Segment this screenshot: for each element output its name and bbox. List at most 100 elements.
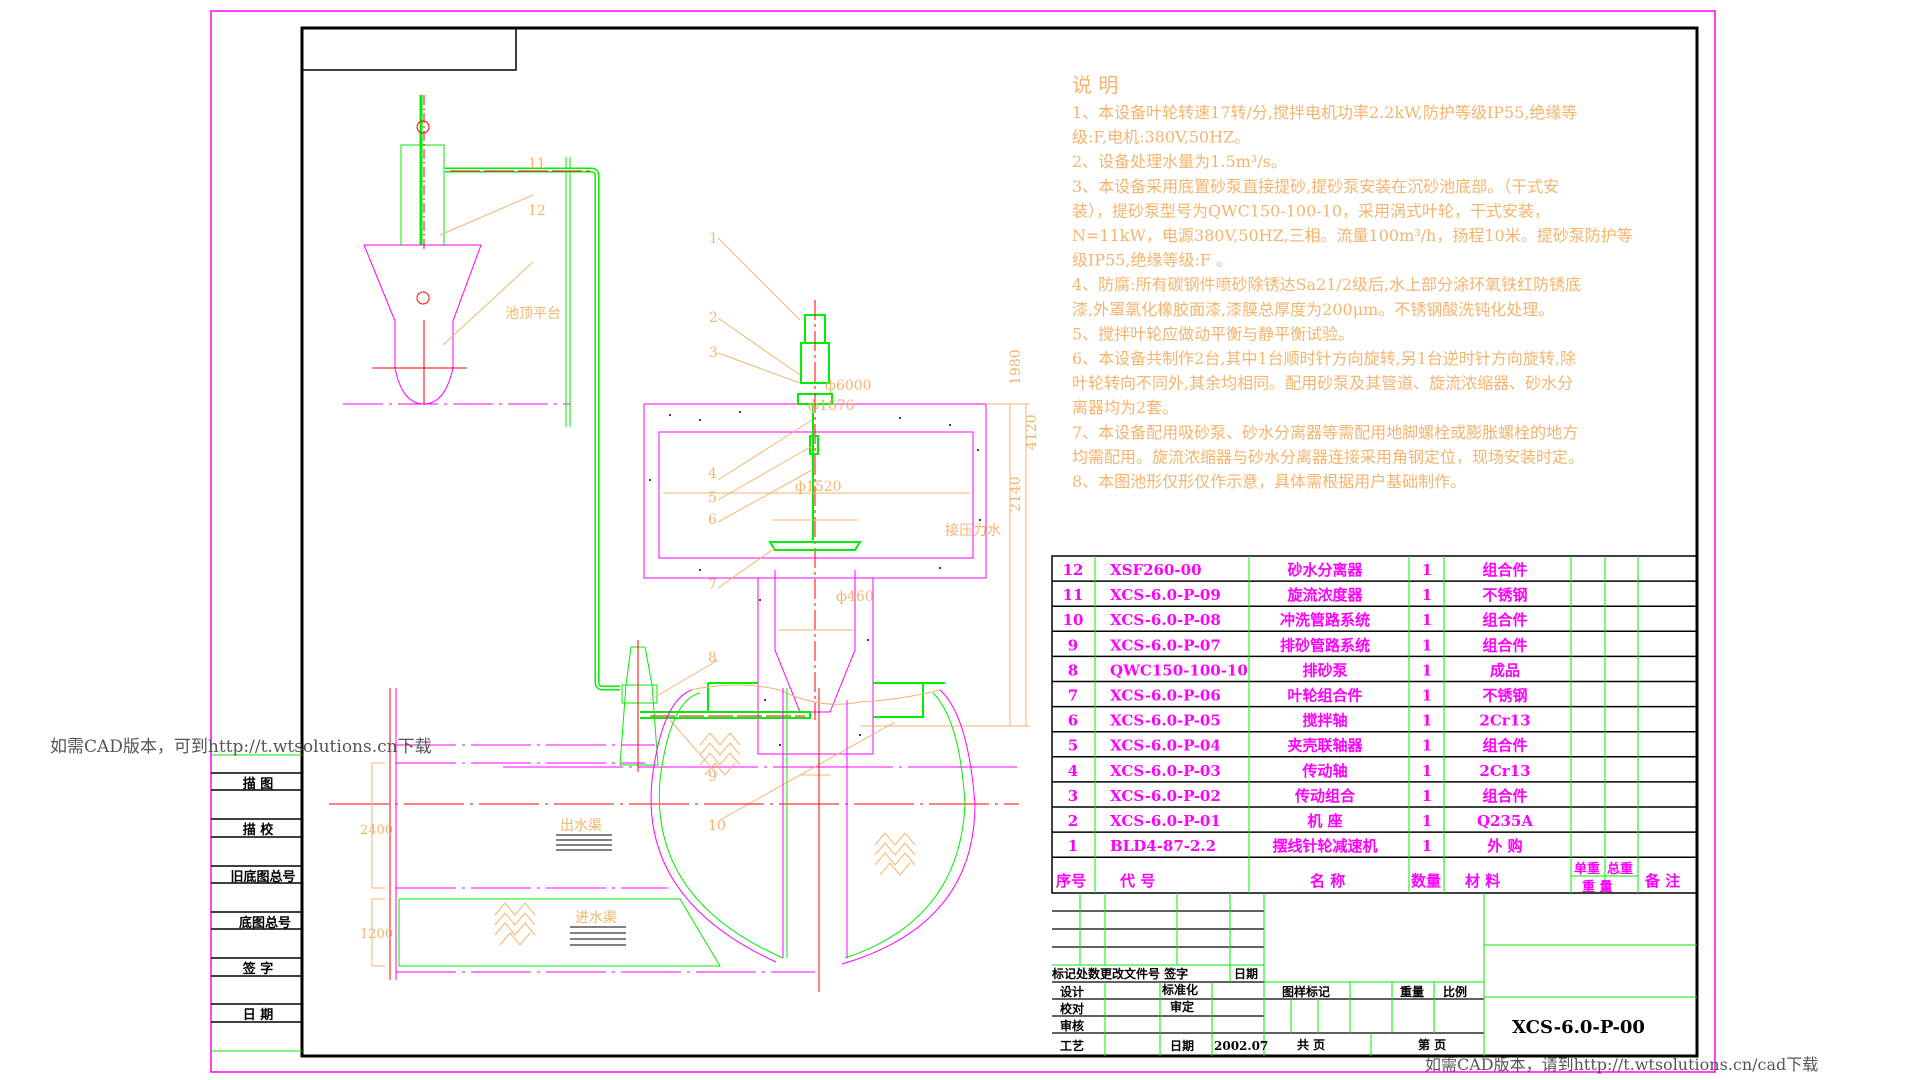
row-material: 组合件 xyxy=(1482,737,1527,755)
note-line: N=11kW，电源380V,50HZ,三相。流量100m³/h，扬程10米。提砂… xyxy=(1072,226,1633,245)
callout-7: 7 xyxy=(708,577,717,593)
header-total-weight: 总重 xyxy=(1607,861,1633,877)
row-code: XCS-6.0-P-04 xyxy=(1110,737,1221,755)
row-qty: 1 xyxy=(1422,787,1432,805)
row-qty: 1 xyxy=(1422,837,1432,855)
sidebar-signature-strip: 描 图 描 校 旧底图总号 底图总号 签 字 日 期 xyxy=(211,754,302,1052)
row-material: 不锈钢 xyxy=(1482,687,1527,705)
dim-h1980: 1980 xyxy=(1008,349,1024,385)
date-value: 2002.07 xyxy=(1214,1039,1268,1053)
row-material: 外 购 xyxy=(1486,837,1522,855)
approve-label: 审定 xyxy=(1170,999,1194,1014)
note-line: 离器均为2套。 xyxy=(1072,398,1178,417)
callout-10: 10 xyxy=(708,818,726,834)
bom-row: 8 QWC150-100-10 排砂泵 1 成品 xyxy=(1068,661,1520,679)
row-no: 3 xyxy=(1068,787,1078,805)
row-code: XCS-6.0-P-01 xyxy=(1110,812,1221,830)
header-remark: 备 注 xyxy=(1644,872,1680,890)
sidebar-label: 旧底图总号 xyxy=(230,869,295,885)
row-material: 2Cr13 xyxy=(1479,762,1530,780)
row-no: 4 xyxy=(1068,762,1078,780)
scale-label: 比例 xyxy=(1443,984,1467,999)
plan-view xyxy=(329,684,1019,992)
header-weight: 重 量 xyxy=(1582,879,1613,895)
row-no: 9 xyxy=(1068,636,1078,654)
note-line: 叶轮转向不同外,其余均相同。配用砂泵及其管道、旋流浓缩器、砂水分 xyxy=(1072,374,1573,393)
row-qty: 1 xyxy=(1422,687,1432,705)
row-qty: 1 xyxy=(1422,762,1432,780)
row-material: 组合件 xyxy=(1482,787,1527,805)
row-code: XCS-6.0-P-05 xyxy=(1110,712,1221,730)
callout-11: 11 xyxy=(528,156,546,172)
standard-label: 标准化 xyxy=(1161,982,1198,997)
row-name: 摆线针轮减速机 xyxy=(1272,837,1377,855)
hatch-pattern xyxy=(494,902,536,946)
row-material: 组合件 xyxy=(1482,611,1527,629)
header-no: 序号 xyxy=(1056,872,1086,890)
row-no: 2 xyxy=(1068,812,1078,830)
drawing-number: XCS-6.0-P-00 xyxy=(1512,1017,1645,1038)
note-line: 级IP55,绝缘等级:F 。 xyxy=(1072,251,1232,270)
row-name: 叶轮组合件 xyxy=(1287,687,1362,705)
callout-4: 4 xyxy=(708,466,717,482)
header-qty: 数量 xyxy=(1411,872,1441,890)
elevation-labels: 1 2 3 4 5 6 7 8 9 10 11 12 池顶平台 接压力水 ф60… xyxy=(505,156,1040,834)
dim-h4120: 4120 xyxy=(1024,414,1040,450)
row-no: 5 xyxy=(1068,737,1078,755)
row-qty: 1 xyxy=(1422,636,1432,654)
date-label: 日期 xyxy=(1170,1038,1194,1053)
hatch-pattern xyxy=(874,832,916,876)
callout-5: 5 xyxy=(708,490,717,506)
weight-label: 重量 xyxy=(1400,984,1424,999)
row-code: QWC150-100-10 xyxy=(1110,661,1248,679)
row-no: 8 xyxy=(1068,661,1078,679)
row-qty: 1 xyxy=(1422,561,1432,579)
row-name: 排砂泵 xyxy=(1302,661,1347,679)
row-no: 10 xyxy=(1063,611,1084,629)
row-material: 组合件 xyxy=(1482,636,1527,654)
note-line: 4、防腐:所有碳钢件喷砂除锈达Sa21/2级后,水上部分涂环氧铁红防锈底 xyxy=(1072,275,1581,294)
impeller xyxy=(768,541,862,551)
header-code: 代 号 xyxy=(1119,872,1155,890)
note-line: 8、本图池形仅形仅作示意，具体需根据用户基础制作。 xyxy=(1072,472,1466,491)
row-material: Q235A xyxy=(1477,812,1533,830)
callout-1: 1 xyxy=(709,231,718,247)
row-no: 6 xyxy=(1068,712,1078,730)
row-code: XCS-6.0-P-08 xyxy=(1110,611,1221,629)
callout-3: 3 xyxy=(709,345,718,361)
row-code: BLD4-87-2.2 xyxy=(1110,837,1216,855)
notes-title: 说 明 xyxy=(1072,73,1118,97)
dim-d1520: ф1520 xyxy=(795,479,842,495)
row-name: 机 座 xyxy=(1307,812,1342,830)
note-line: 6、本设备共制作2台,其中1台顺时针方向旋转,另1台逆时针方向旋转,除 xyxy=(1072,349,1576,368)
dim-2400: 2400 xyxy=(360,823,393,838)
row-material: 成品 xyxy=(1490,661,1520,679)
sidebar-label: 日 期 xyxy=(243,1008,274,1023)
dim-d1676: ф1676 xyxy=(808,398,855,414)
note-line: 5、搅拌叶轮应做动平衡与静平衡试验。 xyxy=(1072,324,1354,343)
design-label: 设计 xyxy=(1060,984,1084,999)
note-line: 3、本设备采用底置砂泵直接提砂,提砂泵安装在沉砂池底部。（干式安 xyxy=(1072,177,1559,196)
callout-6: 6 xyxy=(708,512,717,528)
break-line xyxy=(689,684,941,705)
sidebar-label: 签 字 xyxy=(242,961,274,977)
flushing-pipe xyxy=(445,167,620,691)
note-line: 7、本设备配用吸砂泵、砂水分离器等需配用地脚螺栓或膨胀螺栓的地方 xyxy=(1072,423,1578,442)
outlet-channel-label: 出水渠 xyxy=(560,818,602,834)
check-label: 校对 xyxy=(1060,1001,1084,1016)
notes: 说 明 1、本设备叶轮转速17转/分,搅拌电机功率2.2kW,防护等级IP55,… xyxy=(1072,73,1633,491)
process-label: 工艺 xyxy=(1060,1038,1084,1053)
callout-2: 2 xyxy=(709,310,718,326)
callout-12: 12 xyxy=(528,203,546,219)
row-material: 不锈钢 xyxy=(1482,586,1527,604)
sidebar-label: 描 校 xyxy=(243,822,275,838)
row-qty: 1 xyxy=(1422,661,1432,679)
review-label: 审核 xyxy=(1060,1018,1084,1033)
note-line: 漆,外罩氯化橡胶面漆,漆膜总厚度为200μm。不锈钢酸洗钝化处理。 xyxy=(1072,300,1554,319)
inlet-channel-label: 进水渠 xyxy=(575,910,617,926)
